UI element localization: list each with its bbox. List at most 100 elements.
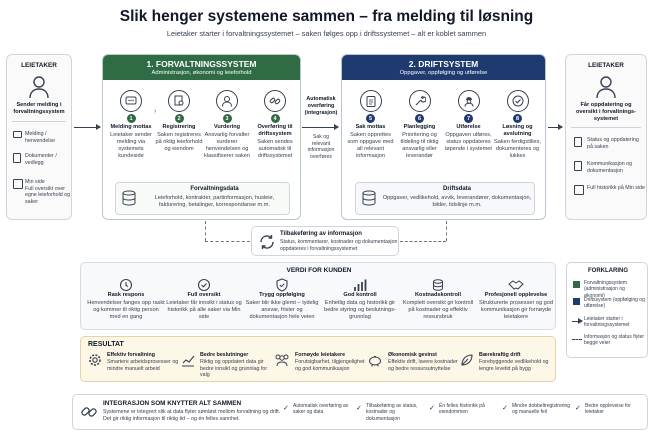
ds-data-title: Driftsdata (442, 186, 471, 192)
legend-title: FORKLARING (588, 268, 628, 274)
step-number: 3 (222, 114, 232, 123)
ds-step-5: 5 Sak mottas Saken opprettes som oppgave… (346, 86, 395, 160)
check-circle-icon: ✓ (283, 405, 289, 412)
flow-arrow-tenant-to-fv (74, 124, 101, 131)
step-number: 6 (415, 114, 424, 123)
transfer-title: Automatisk overføring (integrasjon) (304, 96, 338, 116)
message-icon (13, 131, 22, 138)
ds-step-6: 6 Planlegging Prioritering og tildeling … (395, 86, 444, 160)
fv-step-2: 2 Registrering Saken registreres på rikt… (155, 86, 203, 153)
database-icon (362, 190, 376, 206)
register-icon (168, 90, 190, 112)
fv-data-title: Forvaltningsdata (190, 186, 239, 192)
leaf-icon (459, 352, 475, 368)
integrasjon-panel: INTEGRASJON SOM KNYTTER ALT SAMMEN Syste… (72, 394, 648, 430)
step-number: 1 (126, 114, 136, 123)
tenant-panel-left: LEIETAKER Sender melding i forvaltningss… (6, 54, 72, 220)
verdi-item-3: God kontroll Enhetlig data og historikk … (321, 277, 399, 321)
ds-step-7: 7 Utførelse Oppgaven utføres, status opp… (444, 86, 493, 153)
line-chart-icon (180, 352, 196, 368)
fv-header: 1. FORVALTNINGSSYSTEM Administrasjon, øk… (103, 55, 300, 80)
resultat-panel: RESULTAT Effektiv forvaltning Smartere a… (80, 336, 556, 382)
feedback-line-left-vertical (205, 221, 206, 241)
step-number: 8 (513, 114, 522, 123)
handshake-icon (477, 277, 555, 292)
legend-swatch-fv (573, 281, 580, 288)
verdi-item-5: Profesjonell opplevelse Strukturerte pro… (477, 277, 555, 321)
check-circle-icon (506, 90, 529, 112)
fv-steps: 1 Melding mottas Leietaker sender meldin… (107, 86, 297, 174)
verdi-title: VERDI FOR KUNDEN (286, 267, 352, 274)
document-icon (574, 137, 582, 147)
step-number: 2 (174, 114, 184, 123)
integrasjon-text: Systemene er integrert slik at data flyt… (103, 409, 281, 422)
ds-title: 2. DRIFTSYSTEM (408, 59, 479, 69)
check-circle-icon (165, 277, 243, 292)
fv-step-4: 4 Overføring til driftssystem Saken send… (251, 86, 299, 160)
check-circle-icon: ✓ (575, 405, 581, 412)
person-icon (595, 75, 617, 99)
fv-data-text: Leieforhold, kontrakter, partinformasjon… (154, 195, 275, 208)
feedback-line-left (205, 241, 250, 242)
integrasjon-items: ✓ Automatisk overføring av saker og data… (283, 403, 631, 422)
ds-data-box: Driftsdata Oppgaver, vedlikehold, avvik,… (355, 182, 535, 215)
driftsystem-panel: 2. DRIFTSYSTEM Oppgaver, oppfølging og u… (341, 54, 546, 220)
worker-icon (457, 90, 480, 112)
step-number: 4 (270, 114, 280, 123)
link-icon (79, 402, 99, 422)
tenant-right-title: LEIETAKER (588, 62, 624, 69)
step-number: 7 (464, 114, 473, 123)
flow-arrow-fv-to-ds (302, 124, 339, 131)
bar-chart-icon (321, 277, 399, 292)
fv-data-box: Forvaltningsdata Leieforhold, kontrakter… (115, 182, 290, 215)
check-circle-icon: ✓ (356, 405, 362, 412)
resultat-title: RESULTAT (88, 341, 124, 348)
page-subtitle: Leietaker starter i forvaltningssystemet… (166, 29, 487, 38)
legend-panel: FORKLARING Forvaltningssystem (administr… (566, 262, 648, 358)
clock-icon (87, 277, 165, 292)
document-icon (13, 153, 21, 163)
verdi-item-4: Kostnadskontroll Komplett oversikt gir k… (399, 277, 477, 321)
verdi-item-2: Trygg oppfølging Saker blir ikke glemt –… (243, 277, 321, 321)
person-icon (216, 90, 238, 112)
forvaltningssystem-panel: 1. FORVALTNINGSSYSTEM Administrasjon, øk… (102, 54, 301, 220)
transfer-text: Sak og relevant informasjon overføres (307, 134, 335, 160)
feedback-box: Tilbakeføring av informasjon Status, kom… (251, 226, 399, 256)
feedback-line-right (400, 241, 446, 242)
fv-title: 1. FORVALTNINGSSYSTEM (146, 59, 257, 69)
chat-icon (120, 90, 142, 112)
resultat-items: Effektiv forvaltning Smartere arbeidspro… (87, 351, 553, 381)
wrench-icon (408, 90, 431, 112)
ds-data-text: Oppgaver, vedlikehold, avvik, leverandør… (382, 195, 532, 208)
tenant-panel-right: LEIETAKER Får oppdatering og oversikt i … (565, 54, 647, 220)
legend-swatch-ds (573, 298, 580, 305)
clipboard-icon (359, 90, 382, 112)
people-icon (273, 352, 291, 368)
feedback-title: Tilbakeføring av informasjon (280, 231, 362, 237)
feedback-line-right-vertical (446, 221, 447, 241)
shield-icon (243, 277, 321, 292)
page-title: Slik henger systemene sammen – fra meldi… (119, 8, 534, 25)
fv-subtitle: Administrasjon, økonomi og leieforhold (151, 70, 252, 76)
integrasjon-title: INTEGRASJON SOM KNYTTER ALT SAMMEN (103, 400, 242, 407)
legend-arrow-solid (572, 318, 583, 325)
refresh-icon (257, 232, 277, 252)
link-icon (264, 90, 286, 112)
gear-icon (87, 352, 103, 368)
tenant-left-main: Sender melding i forvaltningssystem (13, 102, 65, 115)
person-icon (28, 75, 50, 99)
flow-arrow-ds-to-tenant (548, 124, 563, 131)
fv-step-1: 1 Melding mottas Leietaker sender meldin… (107, 86, 155, 160)
check-circle-icon: ✓ (502, 405, 508, 412)
verdi-item-1: Full oversikt Leietaker får innsikt i st… (165, 277, 243, 321)
legend-arrow-dashed (572, 339, 582, 340)
check-circle-icon: ✓ (429, 405, 435, 412)
database-icon (122, 190, 136, 206)
fv-step-3: 3 Vurdering Ansvarlig forvalter vurderer… (203, 86, 251, 160)
ds-header: 2. DRIFTSYSTEM Oppgaver, oppfølging og u… (342, 55, 545, 80)
tenant-right-main: Får oppdatering og oversikt i forvaltnin… (576, 102, 636, 122)
feedback-text: Status, kommentarer, kostnader og dokume… (280, 239, 398, 252)
step-number: 5 (366, 114, 375, 123)
verdi-items: Rask respons Henvendelser fanges opp ras… (87, 277, 553, 329)
coins-icon (399, 277, 477, 292)
